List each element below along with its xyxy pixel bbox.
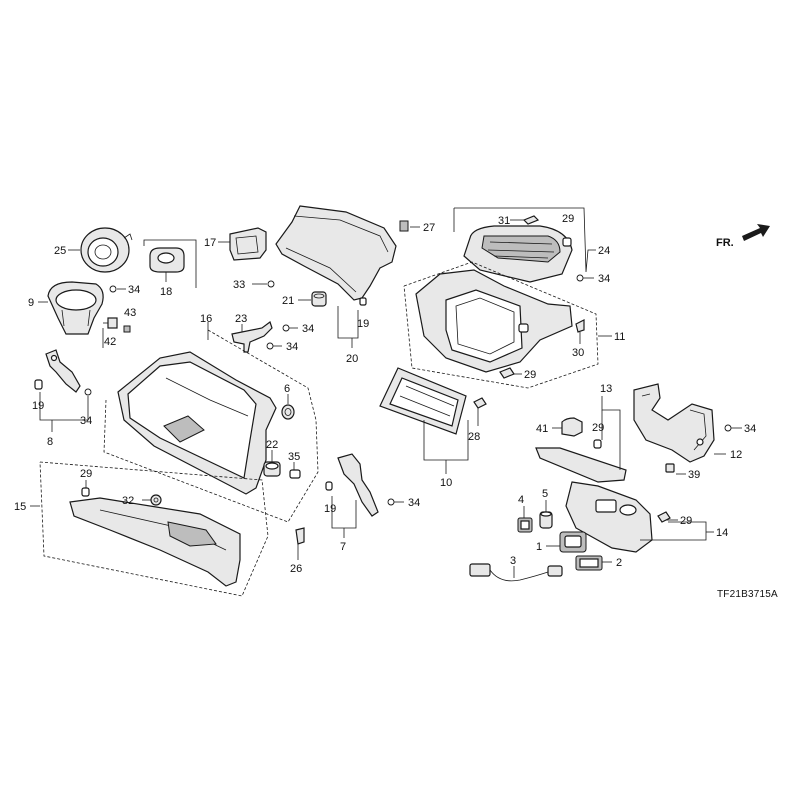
callout-34-c: 34 (302, 323, 314, 335)
callout-34-b: 34 (80, 415, 92, 427)
front-direction-indicator: FR. (716, 224, 770, 249)
callout-2: 2 (616, 557, 622, 569)
part-5-socket (539, 511, 553, 529)
part-4-socket (517, 517, 533, 533)
callout-34-g: 34 (744, 423, 756, 435)
callout-29-e: 29 (680, 515, 692, 527)
callout-17: 17 (204, 237, 216, 249)
callout-16: 16 (200, 313, 212, 325)
callout-33: 33 (233, 279, 245, 291)
callout-11: 11 (614, 331, 625, 343)
part-21-damper (311, 291, 327, 307)
callout-10: 10 (440, 477, 452, 489)
callout-12: 12 (730, 449, 742, 461)
callout-28: 28 (468, 431, 480, 443)
callout-21: 21 (282, 295, 294, 307)
callout-8: 8 (47, 436, 53, 448)
part-12-bracket (633, 383, 715, 463)
callout-32: 32 (122, 495, 134, 507)
callout-19-b: 19 (357, 318, 369, 330)
callout-18: 18 (160, 286, 172, 298)
callout-35: 35 (288, 451, 300, 463)
part-2-switch (575, 555, 603, 571)
callout-29-c: 29 (524, 369, 536, 381)
callout-34-d: 34 (286, 341, 298, 353)
callout-29-a: 29 (80, 468, 92, 480)
part-41-sensor (561, 417, 583, 437)
part-1-switch (559, 531, 587, 553)
part-15-lower-cover (69, 497, 241, 587)
part-6-stopper (281, 404, 295, 420)
part-16-glove-box (117, 351, 277, 495)
part-3-cable (469, 563, 563, 582)
part-32-clip (150, 494, 162, 506)
part-25-knob (80, 227, 133, 273)
front-arrow-icon (742, 224, 770, 241)
part-8-bracket (45, 349, 81, 393)
callout-labels: 25 17 18 9 34 43 42 19 34 8 33 21 27 19 … (14, 213, 756, 575)
part-39-screw (665, 463, 675, 473)
callout-3: 3 (510, 555, 516, 567)
part-11-center-panel (415, 269, 573, 373)
callout-22: 22 (266, 439, 278, 451)
callout-1: 1 (536, 541, 542, 553)
callout-30: 30 (572, 347, 584, 359)
callout-13: 13 (600, 383, 612, 395)
callout-15: 15 (14, 501, 26, 513)
callout-41: 41 (536, 423, 548, 435)
part-10-tray (379, 367, 467, 435)
part-17-cover (229, 227, 267, 261)
callout-7: 7 (340, 541, 346, 553)
part-18-switch (149, 247, 185, 273)
callout-23: 23 (235, 313, 247, 325)
callout-29-d: 29 (592, 422, 604, 434)
callout-29-b: 29 (562, 213, 574, 225)
part-13-strip (535, 447, 627, 483)
callout-25: 25 (54, 245, 66, 257)
callout-24: 24 (598, 245, 610, 257)
callout-5: 5 (542, 488, 548, 500)
callout-43: 43 (124, 307, 136, 319)
callout-34-e: 34 (408, 497, 420, 509)
part-23-bracket (231, 321, 273, 353)
part-14-lower-panel (565, 481, 653, 553)
callout-34-a: 34 (128, 284, 140, 296)
callout-20: 20 (346, 353, 358, 365)
callout-39: 39 (688, 469, 700, 481)
callout-14: 14 (716, 527, 728, 539)
callout-31: 31 (498, 215, 510, 227)
part-20-upper-lid (275, 205, 397, 301)
callout-19-c: 19 (324, 503, 336, 515)
part-22-cylinder (263, 461, 281, 477)
diagram-code: TF21B3715A (717, 589, 778, 600)
part-24-center-vent (463, 225, 573, 283)
callout-27: 27 (423, 222, 435, 234)
callout-6: 6 (284, 383, 290, 395)
callout-4: 4 (518, 494, 524, 506)
callout-26: 26 (290, 563, 302, 575)
callout-9: 9 (28, 297, 34, 309)
callout-34-f: 34 (598, 273, 610, 285)
front-label: FR. (716, 237, 734, 249)
callout-19-a: 19 (32, 400, 44, 412)
callout-42: 42 (104, 336, 116, 348)
part-9-bezel (47, 281, 104, 335)
part-7-bracket (337, 453, 379, 517)
